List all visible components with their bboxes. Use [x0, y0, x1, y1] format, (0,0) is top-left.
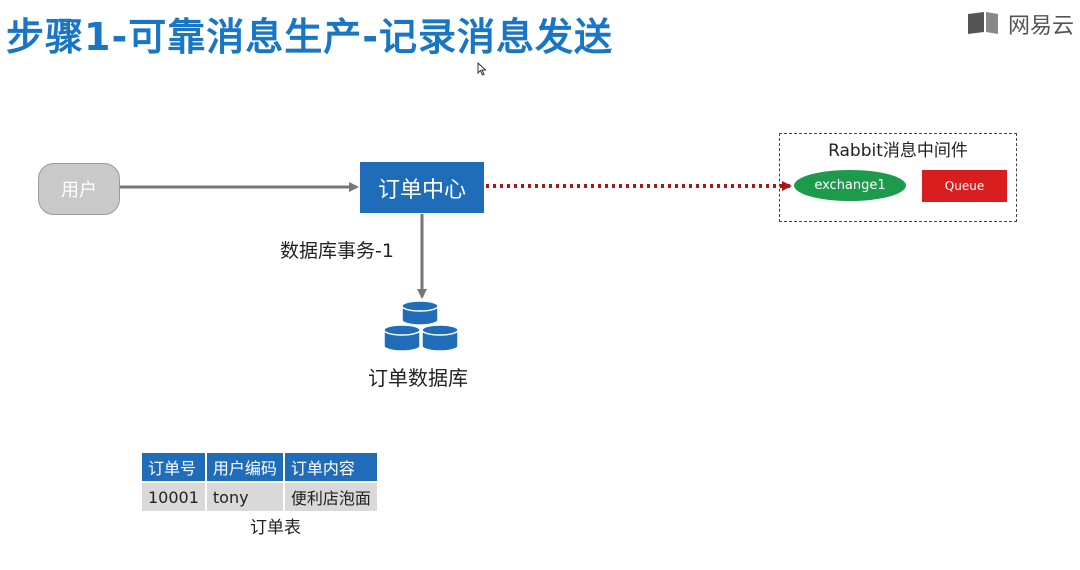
user-node-label: 用户 — [61, 180, 97, 201]
page-title: 步骤1-可靠消息生产-记录消息发送 — [6, 15, 613, 59]
order-table: 订单号 用户编码 订单内容 10001 tony 便利店泡面 — [142, 453, 377, 511]
rabbit-mq-title: Rabbit消息中间件 — [828, 141, 968, 161]
order-center-label: 订单中心 — [377, 177, 466, 203]
brand-logo-icon — [968, 12, 998, 34]
queue-label: Queue — [944, 179, 985, 193]
order-table-caption: 订单表 — [250, 518, 301, 538]
table-row: 10001 tony 便利店泡面 — [142, 481, 377, 511]
column-header-order-id: 订单号 — [142, 453, 207, 482]
rabbit-mq-container: Rabbit消息中间件 exchange1 Queue — [779, 133, 1017, 222]
database-label: 订单数据库 — [368, 366, 468, 390]
database-icon — [383, 300, 459, 352]
column-header-user-code: 用户编码 — [205, 453, 285, 482]
user-node: 用户 — [38, 163, 120, 215]
exchange-node: exchange1 — [794, 170, 906, 201]
cell-order-content: 便利店泡面 — [283, 481, 377, 511]
mouse-cursor-icon — [477, 62, 487, 76]
cell-user-code: tony — [205, 481, 285, 511]
column-header-order-content: 订单内容 — [283, 453, 377, 482]
order-center-node: 订单中心 — [360, 162, 484, 213]
exchange-label: exchange1 — [814, 178, 886, 193]
brand-logo: 网易云 — [966, 8, 1074, 40]
queue-node: Queue — [922, 170, 1007, 202]
cell-order-id: 10001 — [142, 481, 207, 511]
order-table-header-row: 订单号 用户编码 订单内容 — [142, 453, 377, 482]
transaction-label: 数据库事务-1 — [280, 240, 394, 262]
brand-name: 网易云 — [1008, 14, 1075, 39]
